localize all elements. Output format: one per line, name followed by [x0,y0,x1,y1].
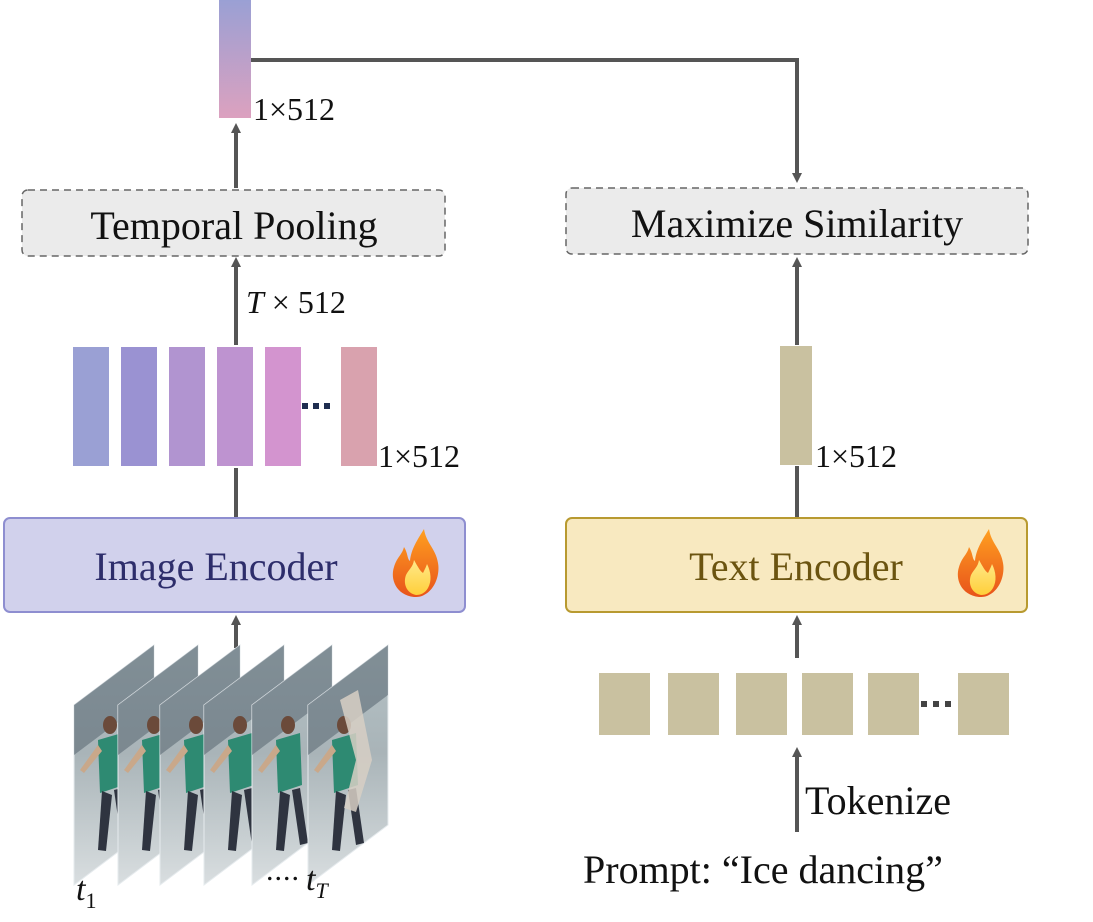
pooled-to-similarity-arrow [236,58,802,183]
last-frame-label: tT [306,861,329,903]
first-frame-var: t [76,871,87,908]
token-3 [736,673,787,735]
token-last [958,673,1009,735]
prompt-label: Prompt: “Ice dancing” [583,847,943,892]
fire-icon [392,529,439,597]
tokens-ellipsis [921,701,951,707]
sequence-dim-var: T [246,284,266,320]
frame-feature-1 [73,347,109,466]
maximize-similarity-box: Maximize Similarity [565,187,1029,255]
frames-ellipsis: .... [266,854,300,887]
frame-feature-last [341,347,377,466]
first-frame-sub: 1 [85,888,96,913]
connector-arrows [231,58,802,832]
frame-features-ellipsis [302,403,330,409]
first-frame-label: t1 [76,871,96,913]
sequence-dim-rest: × 512 [264,284,346,320]
text-encoder-block: Text Encoder [565,517,1028,613]
frame-feature-3 [169,347,205,466]
maximize-similarity-label: Maximize Similarity [631,201,963,246]
text-feature-vector [780,346,812,465]
text-feature-dim-label: 1×512 [815,438,897,474]
frame-feature-5 [265,347,301,466]
token-4 [802,673,853,735]
frame-feature-vectors [73,347,377,466]
text-encoder-label: Text Encoder [689,544,903,589]
token-5 [868,673,919,735]
last-frame-sub: T [315,878,329,903]
frame-feature-2 [121,347,157,466]
last-frame-var: t [306,861,317,898]
token-2 [668,673,719,735]
tokenize-label: Tokenize [805,778,951,823]
sequence-dim-label: T × 512 [246,284,346,320]
pooled-dim-label: 1×512 [253,91,335,127]
image-encoder-label: Image Encoder [94,544,337,589]
frame-feature-4 [217,347,253,466]
frame-feature-dim-label: 1×512 [378,438,460,474]
fire-icon [957,529,1004,597]
token-embeddings [599,673,1009,735]
pooled-video-feature [219,0,251,118]
video-frame-stack [73,644,389,886]
temporal-pooling-box: Temporal Pooling [21,189,446,257]
image-encoder-block: Image Encoder [3,517,466,613]
token-1 [599,673,650,735]
temporal-pooling-label: Temporal Pooling [90,203,377,248]
